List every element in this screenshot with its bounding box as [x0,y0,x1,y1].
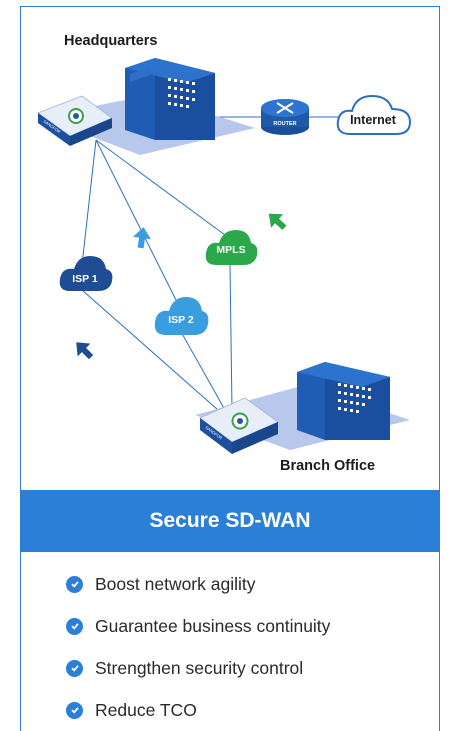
banner-title: Secure SD-WAN [149,509,311,532]
isp2-cloud-icon [154,297,209,335]
isp1-label: ISP 1 [72,273,98,285]
mpls-branch-link [229,264,233,411]
feature-text: Reduce TCO [95,699,197,720]
branch-appliance [199,397,279,454]
router-label: ROUTER [273,121,296,127]
mpls-label: MPLS [216,244,245,256]
isp2-label: ISP 2 [168,314,194,326]
isp1-branch-link [81,289,219,411]
feature-item: Boost network agility [66,563,330,605]
hq-building [125,58,215,140]
branch-office-label: Branch Office [280,458,376,474]
feature-text: Guarantee business continuity [95,615,331,636]
hq-mpls-link [95,139,226,236]
isp2-arrow-icon [133,227,151,249]
content-frame [20,6,440,731]
isp1-arrow-icon [76,342,94,360]
internet-cloud-icon [336,94,412,135]
feature-list: Boost network agility Guarantee business… [66,563,330,731]
mpls-cloud-icon [205,230,258,265]
branch-building [297,362,390,440]
connection-lines [81,116,340,411]
feature-item: Strengthen security control [66,647,330,689]
feature-text: Strengthen security control [95,657,304,678]
feature-text: Boost network agility [95,573,256,594]
network-diagram: SANGFOR ROUTER Internet ISP 1 ISP 2 MPLS [37,58,412,454]
check-circle-icon [66,659,83,677]
isp1-cloud-icon [59,256,113,291]
router-icon: ROUTER [261,99,309,135]
feature-item: Guarantee business continuity [66,605,330,647]
banner: Secure SD-WAN [21,490,439,552]
check-circle-icon [66,617,83,635]
check-circle-icon [66,701,83,719]
mpls-arrow-icon [268,213,287,230]
headquarters-label: Headquarters [64,33,158,49]
check-circle-icon [66,575,83,593]
hq-isp2-link [95,139,177,301]
internet-label: Internet [350,113,397,127]
hq-appliance [37,95,113,146]
isp2-branch-link [179,329,226,411]
hq-isp1-link [81,139,97,266]
feature-item: Reduce TCO [66,689,330,731]
